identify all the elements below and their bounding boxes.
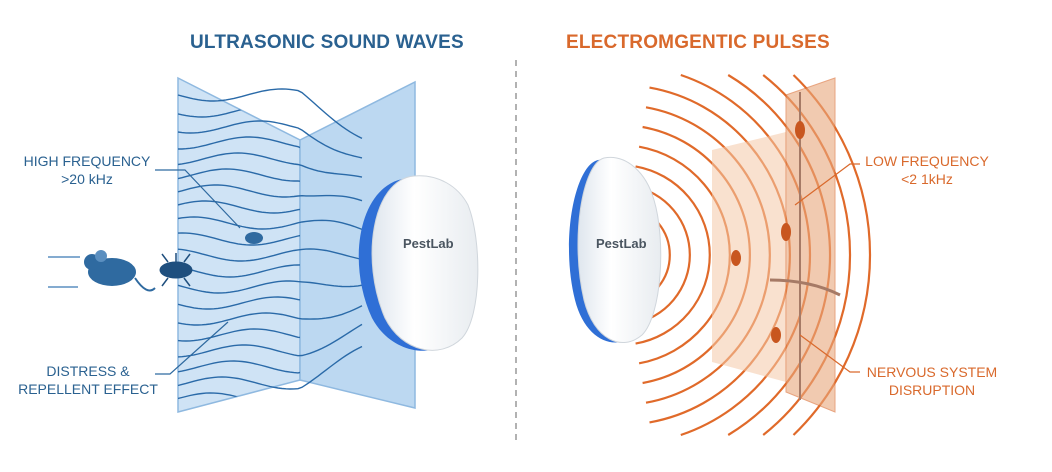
distress-label: DISTRESS & REPELLENT EFFECT [18,362,158,398]
device-brand-right: PestLab [596,236,647,251]
nervous-system-label: NERVOUS SYSTEM DISRUPTION [862,363,1002,399]
wall-panel [785,77,836,413]
wave-line [177,184,363,202]
device-brand-left: PestLab [403,236,454,251]
wave-line [177,323,363,358]
low-frequency-label: LOW FREQUENCY <2 1kHz [862,152,992,188]
label-line: REPELLENT EFFECT [18,381,158,397]
wave-line [177,216,363,231]
cockroach-icon [159,253,193,287]
wave-line [178,264,300,278]
label-line: <2 1kHz [901,171,953,187]
bug-icon [245,232,263,244]
wave-line [177,248,363,262]
sound-waves-right [177,88,363,390]
pointer-line [794,163,860,206]
label-line: NERVOUS SYSTEM [866,364,998,380]
wave-line [177,280,363,294]
label-line: HIGH FREQUENCY [23,153,151,169]
pointer-line [155,321,229,375]
left-title: ULTRASONIC SOUND WAVES [190,32,464,53]
wave-line [178,136,300,168]
device-left [358,175,479,351]
wall-panel-light [712,132,786,382]
wave-line [177,305,363,326]
wave-line [178,295,300,310]
wave-line [177,88,363,140]
label-line: LOW FREQUENCY [865,153,989,169]
device-right [568,156,662,343]
label-line: >20 kHz [61,171,113,187]
label-line: DISRUPTION [888,382,976,398]
ant-icons [731,121,805,343]
wave-line [178,200,300,216]
right-title: ELECTROMGENTIC PULSES [566,32,830,53]
wave-line [177,120,363,159]
wave-line [178,314,300,342]
mouse-icon [48,250,156,292]
wave-line [178,168,300,189]
high-frequency-label: HIGH FREQUENCY >20 kHz [22,152,152,188]
wave-line [177,152,363,178]
pointer-line [155,169,241,229]
pulse-arc [632,185,691,325]
wave-line [178,334,300,374]
pointer-line [799,334,860,373]
pulse-arc [635,165,711,345]
label-line: DISTRESS & [46,363,130,379]
wall-wire [769,278,841,297]
wave-line [177,345,363,390]
wave-line [178,232,300,246]
